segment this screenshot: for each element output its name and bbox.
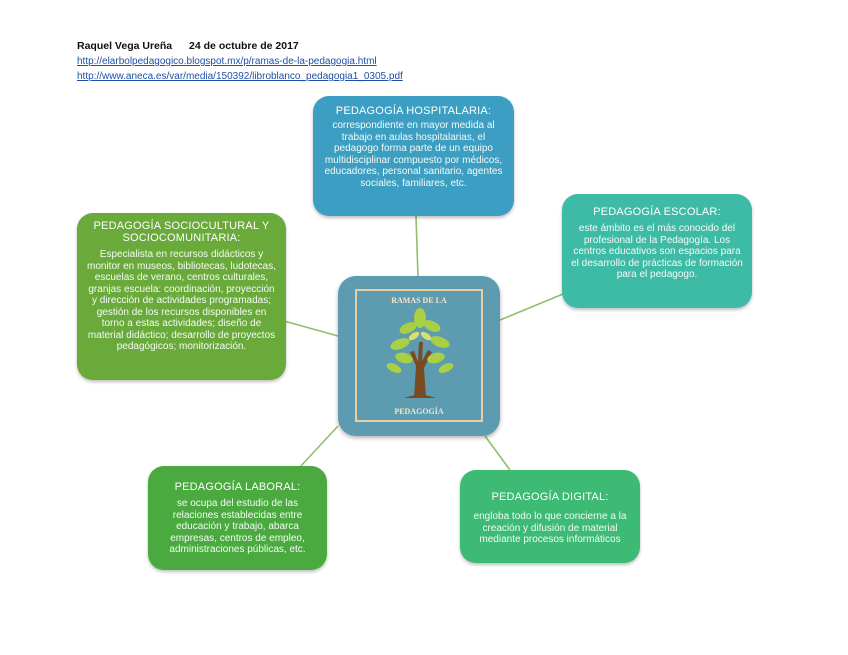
center-node: RAMAS DE LA PEDAGOGÍA [338, 276, 500, 436]
center-title-top: RAMAS DE LA [391, 296, 447, 305]
center-title-bottom: PEDAGOGÍA [394, 407, 444, 416]
branch-escolar: PEDAGOGÍA ESCOLAR: este ámbito es el más… [562, 194, 752, 308]
tree-icon [386, 308, 454, 398]
connector-laboral [299, 425, 339, 468]
author-line: Raquel Vega Ureña 24 de octubre de 2017 [77, 39, 403, 54]
branch-laboral: PEDAGOGÍA LABORAL: se ocupa del estudio … [148, 466, 327, 570]
branch-body: correspondiente en mayor medida al traba… [324, 120, 503, 189]
branch-body: se ocupa del estudio de las relaciones e… [169, 498, 306, 555]
connector-digital [484, 435, 511, 471]
branch-hospitalaria: PEDAGOGÍA HOSPITALARIA: correspondiente … [313, 96, 514, 216]
branch-sociocultural: PEDAGOGÍA SOCIOCULTURAL Y SOCIOCOMUNITAR… [77, 213, 286, 380]
branch-body: engloba todo lo que concierne a la creac… [473, 511, 627, 545]
branch-title: PEDAGOGÍA LABORAL: [174, 481, 301, 493]
branch-body: Especialista en recursos didácticos y mo… [87, 249, 276, 352]
connector-hospitalaria [415, 215, 419, 278]
branch-title: PEDAGOGÍA HOSPITALARIA: [335, 105, 492, 117]
branch-title: PEDAGOGÍA ESCOLAR: [593, 206, 721, 218]
connector-sociocultural [283, 320, 339, 337]
source-link-blog[interactable]: http://elarbolpedagogico.blogspot.mx/p/r… [77, 56, 377, 67]
author-name: Raquel Vega Ureña [77, 40, 173, 52]
document-date: 24 de octubre de 2017 [189, 40, 299, 52]
branch-body: este ámbito es el más conocido del profe… [571, 223, 743, 280]
branch-title: PEDAGOGÍA DIGITAL: [491, 491, 609, 503]
source-link-aneca[interactable]: http://www.aneca.es/var/media/150392/lib… [77, 71, 403, 82]
connector-escolar [499, 293, 564, 321]
branch-digital: PEDAGOGÍA DIGITAL: engloba todo lo que c… [460, 470, 640, 563]
center-frame [355, 289, 483, 422]
branch-title: PEDAGOGÍA SOCIOCULTURAL Y SOCIOCOMUNITAR… [93, 220, 270, 244]
document-header: Raquel Vega Ureña 24 de octubre de 2017 … [77, 39, 403, 84]
